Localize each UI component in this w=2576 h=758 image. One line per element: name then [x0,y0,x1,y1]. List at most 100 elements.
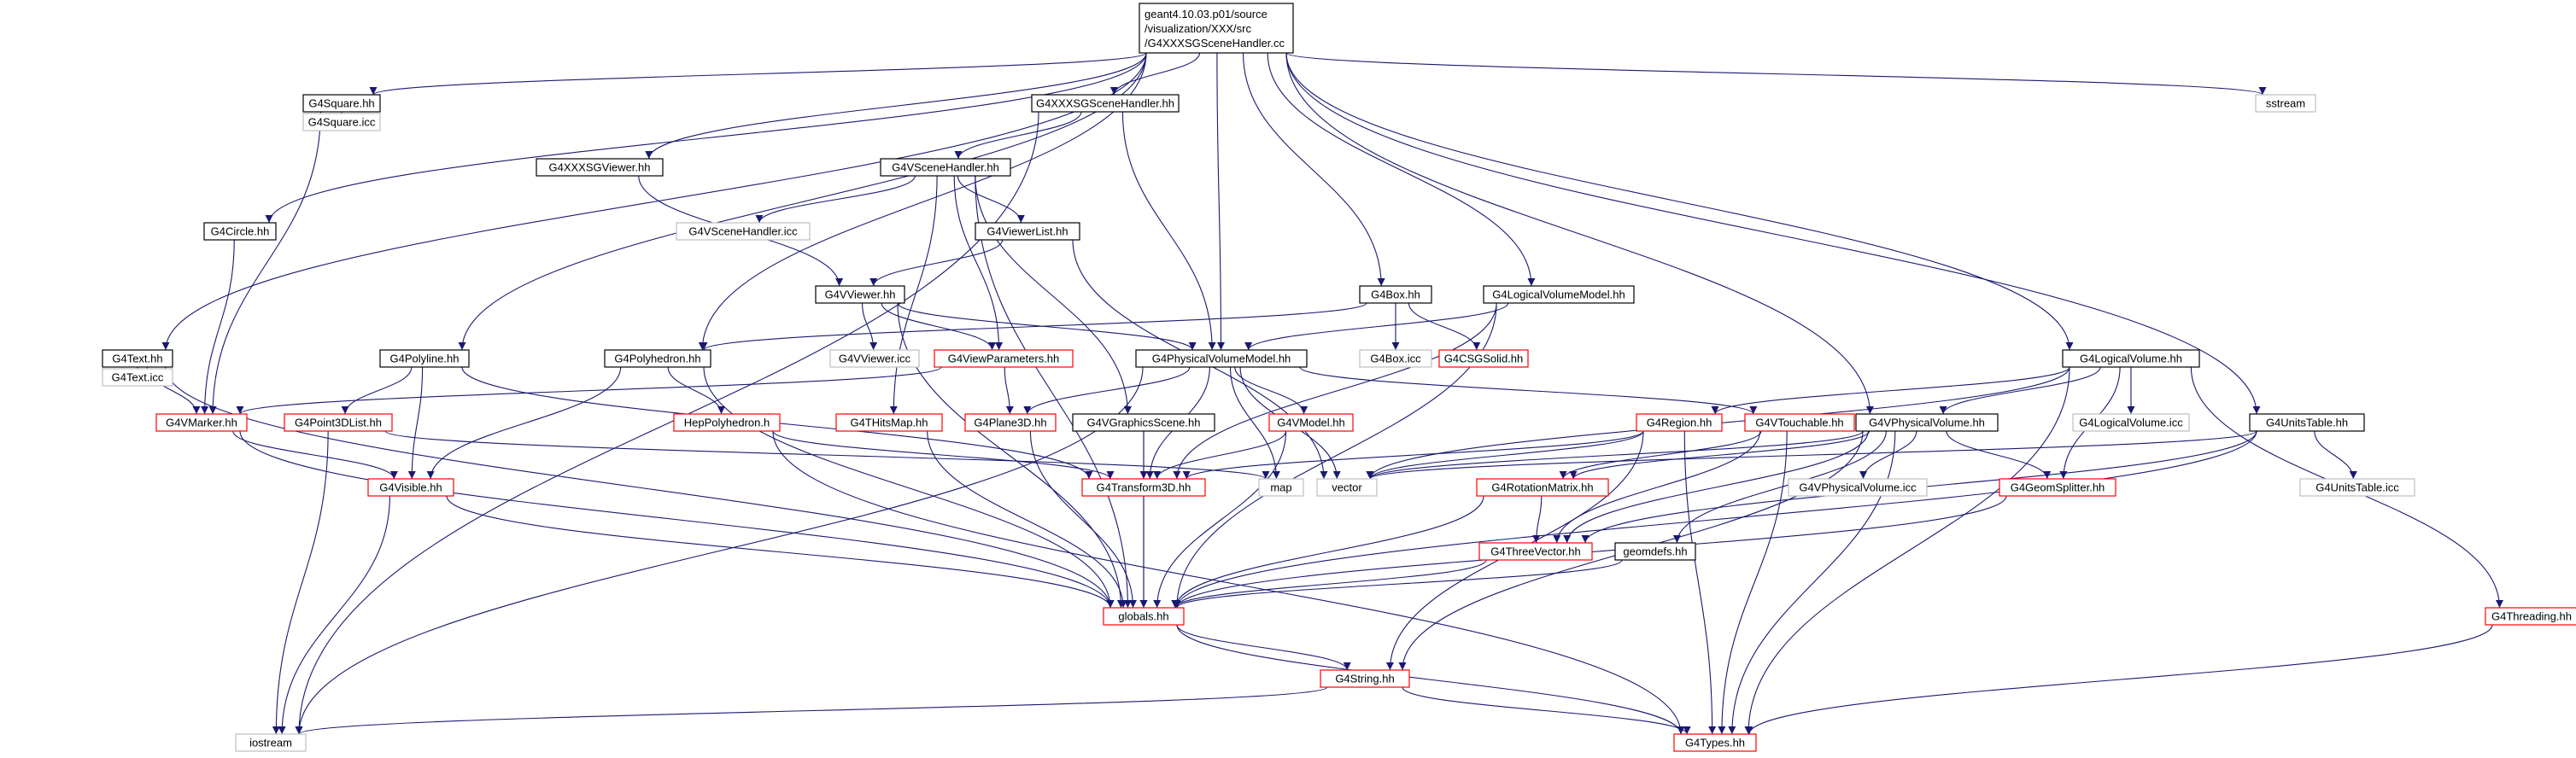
edge-geant4-10-03-p01-source-visualization-xxx-src-g4xxxsgscenehandler-cc-to-g4xxxsgviewer-hh [645,52,1147,160]
node-label: G4Circle.hh [211,225,270,238]
node-g4plane3d-hh[interactable]: G4Plane3D.hh [964,413,1057,432]
node-heppolyhedron-h[interactable]: HepPolyhedron.h [673,413,781,432]
edge-g4physicalvolumemodel-hh-to-map [1229,366,1280,480]
node-g4viewparameters-hh[interactable]: G4ViewParameters.hh [934,349,1074,368]
node-g4text-icc[interactable]: G4Text.icc [102,368,173,387]
node-g4xxxsgscenehandler-hh[interactable]: G4XXXSGSceneHandler.hh [1031,94,1180,113]
node-label: G4Transform3D.hh [1097,481,1191,494]
edge-g4vmodel-hh-to-g4transform3d-hh [1153,430,1287,480]
node-g4vphysicalvolume-hh[interactable]: G4VPhysicalVolume.hh [1855,413,1999,432]
node-g4physicalvolumemodel-hh[interactable]: G4PhysicalVolumeModel.hh [1135,349,1308,368]
node-label: G4Types.hh [1685,737,1745,749]
node-g4vgraphicsscene-hh[interactable]: G4VGraphicsScene.hh [1072,413,1215,432]
edge-g4viewparameters-hh-to-g4plane3d-hh [1004,366,1014,415]
edge-g4rotationmatrix-hh-to-globals-hh [1171,495,1484,609]
node-label: G4Box.icc [1370,353,1421,365]
node-g4viewerlist-hh[interactable]: G4ViewerList.hh [975,222,1080,241]
node-g4box-hh[interactable]: G4Box.hh [1359,285,1432,304]
edge-globals-hh-to-g4types-hh [1176,624,1685,735]
node-box [155,413,248,432]
edge-g4vscenehandler-hh-to-g4vgraphicsscene-hh [975,175,1132,415]
node-g4types-hh[interactable]: G4Types.hh [1673,733,1757,752]
root-label-line: /G4XXXSGSceneHandler.cc [1145,37,1285,50]
edge-g4visible-hh-to-iostream [278,495,390,735]
node-globals-hh[interactable]: globals.hh [1103,607,1185,626]
edge-g4xxxsgscenehandler-hh-to-g4vscenehandler-hh [954,111,1082,160]
edge-g4string-hh-to-iostream [295,686,1328,735]
edge-g4point3dlist-hh-to-map [384,430,1270,480]
node-g4vmarker-hh[interactable]: G4VMarker.hh [155,413,248,432]
edge-g4unitstable-hh-to-g4unitstable-icc [2314,430,2357,480]
edge-g4physicalvolumemodel-hh-to-g4plane3d-hh [1023,366,1191,415]
node-g4circle-hh[interactable]: G4Circle.hh [203,222,277,241]
node-g4logicalvolume-hh[interactable]: G4LogicalVolume.hh [2062,349,2200,368]
node-box [2072,413,2190,432]
edge-g4physicalvolumemodel-hh-to-g4vmodel-hh [1234,366,1308,415]
node-label: iostream [249,737,292,749]
node-g4polyline-hh[interactable]: G4Polyline.hh [379,349,470,368]
node-box [1139,3,1294,54]
edge-g4region-hh-to-vector [1366,430,1644,480]
node-g4threading-hh[interactable]: G4Threading.hh [2485,607,2576,626]
edge-g4vtouchable-hh-to-g4types-hh [1718,430,1788,735]
edge-geant4-10-03-p01-source-visualization-xxx-src-g4xxxsgscenehandler-cc-to-g4xxxsgscenehandler-hh [1109,52,1201,96]
edge-g4vscenehandler-hh-to-g4vscenehandler-icc [755,175,916,224]
node-g4xxxsgviewer-hh[interactable]: G4XXXSGViewer.hh [536,158,664,177]
node-geomdefs-hh[interactable]: geomdefs.hh [1614,542,1696,561]
node-box [1359,285,1432,304]
node-g4text-hh[interactable]: G4Text.hh [102,349,173,368]
node-g4unitstable-hh[interactable]: G4UnitsTable.hh [2249,413,2365,432]
node-label: G4ViewerList.hh [986,225,1068,238]
node-g4vscenehandler-hh[interactable]: G4VSceneHandler.hh [880,158,1011,177]
node-g4vviewer-icc[interactable]: G4VViewer.icc [829,349,920,368]
edge-globals-hh-to-g4string-hh [1176,624,1351,671]
node-g4thitsmap-hh[interactable]: G4THitsMap.hh [835,413,943,432]
node-box [1031,94,1180,113]
node-g4region-hh[interactable]: G4Region.hh [1636,413,1723,432]
node-g4transform3d-hh[interactable]: G4Transform3D.hh [1081,478,1206,497]
node-g4vtouchable-hh[interactable]: G4VTouchable.hh [1744,413,1855,432]
node-box [2255,94,2316,113]
node-g4threevector-hh[interactable]: G4ThreeVector.hh [1478,542,1593,561]
edge-g4string-hh-to-g4types-hh [1402,686,1691,735]
node-g4square-icc[interactable]: G4Square.icc [302,113,381,131]
node-g4geomsplitter-hh[interactable]: G4GeomSplitter.hh [1999,478,2116,497]
node-label: sstream [2266,97,2305,110]
node-g4logicalvolumemodel-hh[interactable]: G4LogicalVolumeModel.hh [1483,285,1635,304]
node-g4square-hh[interactable]: G4Square.hh [302,94,381,113]
edge-g4region-hh-to-g4types-hh [1683,430,1717,735]
node-label: HepPolyhedron.h [684,417,770,429]
node-g4visible-hh[interactable]: G4Visible.hh [367,478,454,497]
node-sstream[interactable]: sstream [2255,94,2316,113]
node-geant4-10-03-p01-source-visualization-xxx-src-g4xxxsgscenehandler-cc[interactable]: geant4.10.03.p01/source/visualization/XX… [1139,3,1294,54]
edge-g4vphysicalvolume-hh-to-g4geomsplitter-hh [1946,430,2052,480]
node-map[interactable]: map [1258,478,1304,497]
node-box [1855,413,1999,432]
node-box [1258,478,1304,497]
node-g4rotationmatrix-hh[interactable]: G4RotationMatrix.hh [1476,478,1609,497]
node-label: G4UnitsTable.hh [2266,417,2348,429]
node-iostream[interactable]: iostream [235,733,307,752]
node-box [673,413,781,432]
node-g4logicalvolume-icc[interactable]: G4LogicalVolume.icc [2072,413,2190,432]
node-label: vector [1332,481,1362,494]
node-g4box-icc[interactable]: G4Box.icc [1359,349,1432,368]
node-box [880,158,1011,177]
node-label: G4VPhysicalVolume.icc [1799,481,1917,494]
node-vector[interactable]: vector [1316,478,1378,497]
node-g4vviewer-hh[interactable]: G4VViewer.hh [815,285,905,304]
node-g4point3dlist-hh[interactable]: G4Point3DList.hh [284,413,393,432]
node-g4vmodel-hh[interactable]: G4VModel.hh [1268,413,1354,432]
node-g4string-hh[interactable]: G4String.hh [1320,669,1410,688]
node-label: G4Box.hh [1371,289,1420,301]
node-g4csgsolid-hh[interactable]: G4CSGSolid.hh [1438,349,1529,368]
node-label: G4XXXSGSceneHandler.hh [1036,97,1174,110]
node-g4vphysicalvolume-icc[interactable]: G4VPhysicalVolume.icc [1788,478,1928,497]
node-g4unitstable-icc[interactable]: G4UnitsTable.icc [2299,478,2415,497]
node-g4polyhedron-hh[interactable]: G4Polyhedron.hh [604,349,711,368]
edge-g4square-hh-to-g4vmarker-hh [208,111,321,415]
node-g4vscenehandler-icc[interactable]: G4VSceneHandler.icc [676,222,811,241]
node-label: G4Polyline.hh [390,353,460,365]
edge-g4polyhedron-hh-to-heppolyhedron-h [667,366,725,415]
